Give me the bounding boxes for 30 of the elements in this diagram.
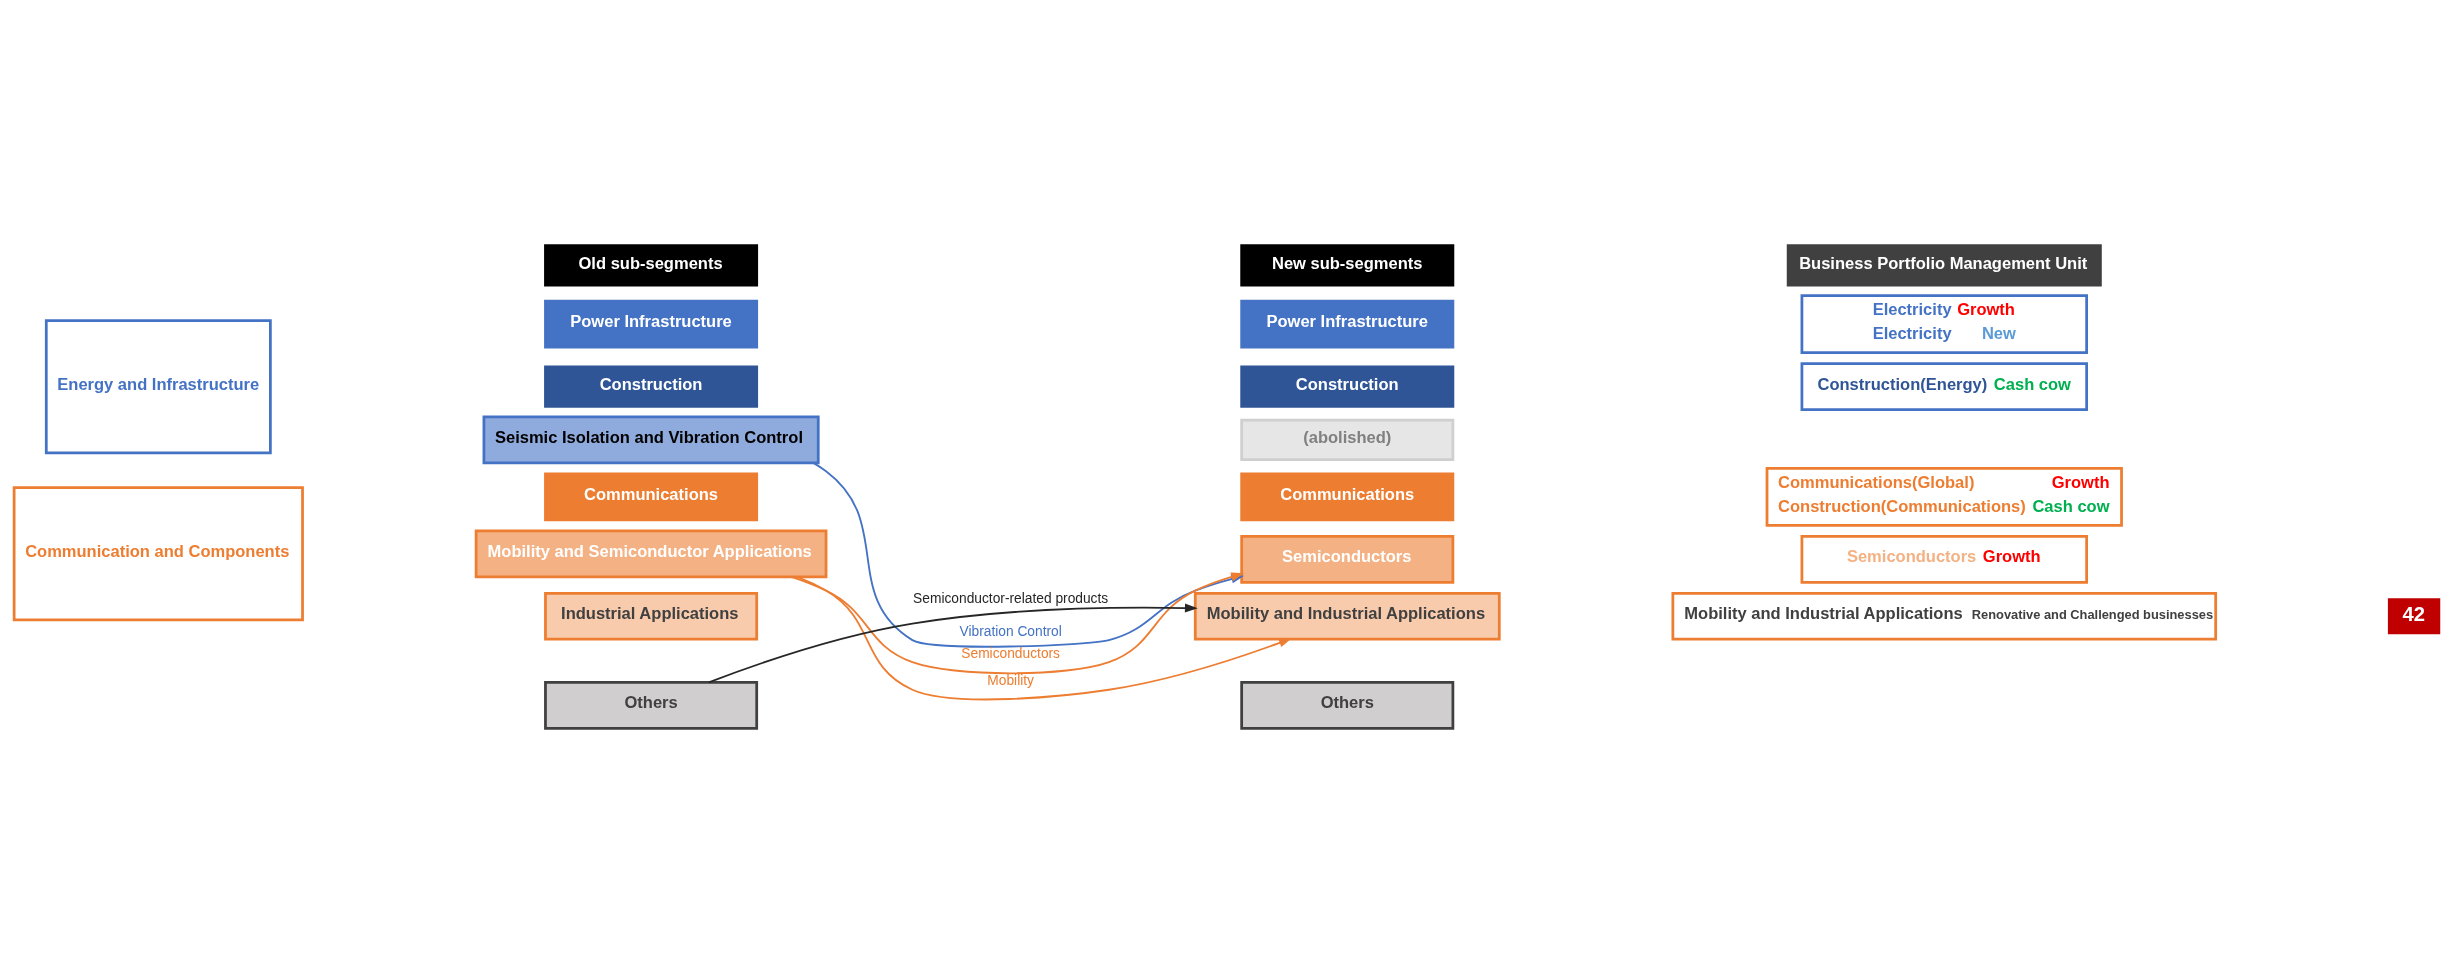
node-box: Semiconductors Growth [1800, 535, 2088, 584]
node-box: Energy and Infrastructure [44, 319, 272, 455]
node-box: Communications(Global) Growth Construction(Communications) Cash cow [1765, 467, 2123, 527]
node-box: Mobility and Semiconductor Applications [474, 529, 828, 579]
node-box: Others [544, 681, 759, 730]
node-box: Seismic Isolation and Vibration Control [482, 415, 820, 465]
node-box: New sub-segments [1240, 244, 1455, 287]
edge-label: Vibration Control [959, 623, 1062, 639]
label: 42 [2402, 602, 2426, 625]
node-box: Others [1240, 681, 1455, 730]
node-box: Mobility and Industrial Applications Renovative and Challenged businesses [1671, 591, 2218, 641]
node-box: Communications [1240, 472, 1455, 522]
node-box: Construction [544, 365, 759, 408]
node-box: Mobility and Industrial Applications [1193, 591, 1501, 641]
node-box: Industrial Applications [544, 591, 759, 641]
edge-label: Semiconductors [961, 645, 1061, 661]
node-box: Communications [544, 472, 759, 522]
arrow [707, 603, 1198, 684]
node-box: Old sub-segments [544, 244, 759, 287]
node-box: Construction [1240, 365, 1455, 408]
node-box: Communication and Components [12, 486, 304, 622]
edge-label: Semiconductor-related products [913, 591, 1109, 607]
node-box: Power Infrastructure [1240, 299, 1455, 349]
node-box: Electricity Growth Electricity New [1800, 294, 2088, 355]
node-box: Construction(Energy) Cash cow [1800, 362, 2088, 411]
node-box: Business Portfolio Management Unit [1786, 244, 2102, 287]
edge-label: Mobility [987, 673, 1034, 689]
node-box: Power Infrastructure [544, 299, 759, 349]
node-box: Semiconductors [1240, 535, 1455, 584]
node-box: (abolished) [1240, 418, 1455, 462]
